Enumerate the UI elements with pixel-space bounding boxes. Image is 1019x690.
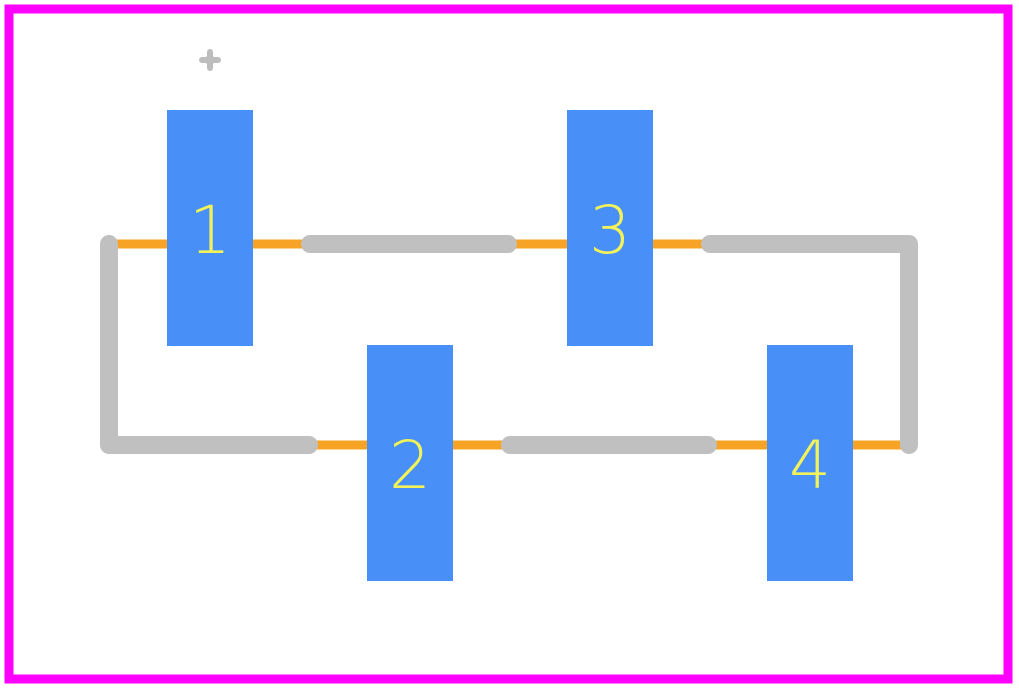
pads (167, 110, 853, 581)
pad-2-label: 2 (389, 427, 431, 504)
courtyard-outline (4, 4, 1013, 684)
silk-line-top-right (701, 235, 918, 454)
pad-1-label: 1 (189, 192, 231, 269)
pad-labels: 1 2 3 4 (189, 192, 831, 504)
pad-2[interactable] (367, 345, 453, 581)
pad-3-label: 3 (589, 192, 631, 269)
pad-3[interactable] (567, 110, 653, 346)
pad-1[interactable] (167, 110, 253, 346)
silkscreen-outline (100, 235, 918, 454)
pad-4[interactable] (767, 345, 853, 581)
crosshair-icon (199, 49, 221, 71)
silk-line-left (100, 235, 318, 454)
pad-4-label: 4 (789, 427, 831, 504)
